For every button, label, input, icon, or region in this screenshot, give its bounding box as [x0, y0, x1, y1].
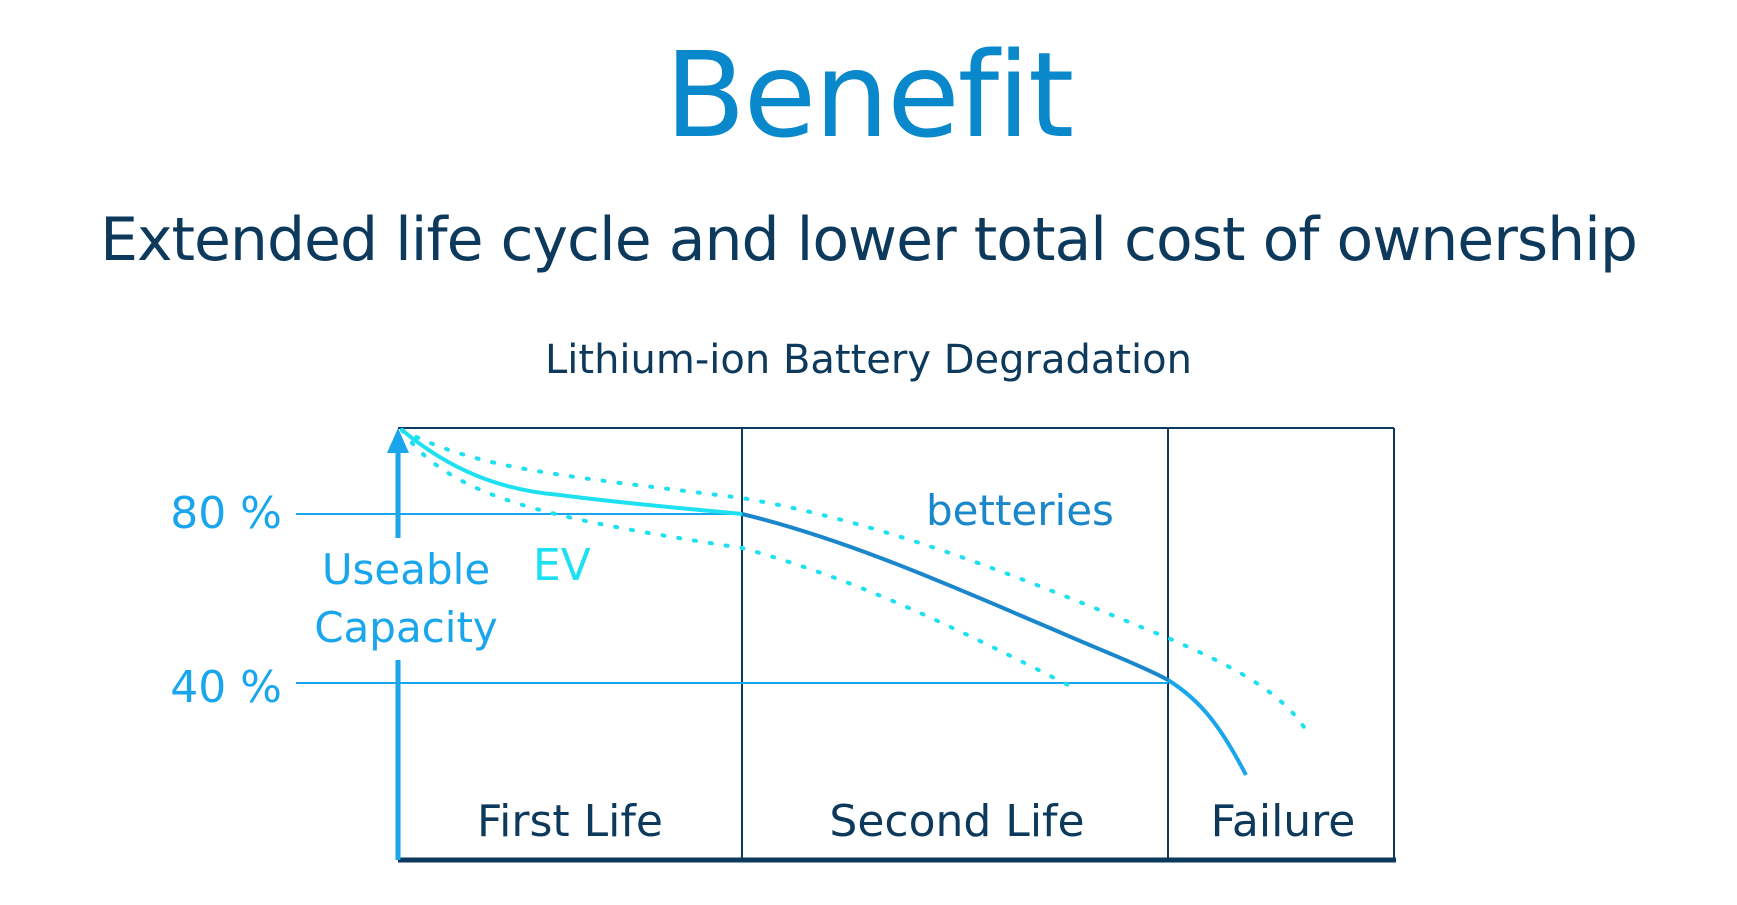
level-label-40: 40 % — [170, 662, 282, 713]
failure-curve — [1166, 678, 1248, 776]
axis-label-useable: Useable — [322, 545, 490, 594]
arrow-up-icon — [387, 428, 409, 453]
phase-label-second-life: Second Life — [829, 796, 1084, 847]
ev-curve — [400, 428, 743, 516]
slide-subtitle: Extended life cycle and lower total cost… — [100, 205, 1638, 275]
phase-label-first-life: First Life — [477, 796, 663, 847]
diagram-title: Lithium-ion Battery Degradation — [545, 337, 1192, 383]
second-life-curve — [741, 512, 1169, 682]
phase-label-failure: Failure — [1211, 796, 1356, 847]
label-backdrop — [300, 538, 500, 660]
ev-label: EV — [533, 540, 591, 591]
axis-label-capacity: Capacity — [314, 603, 498, 652]
band-lower-curve — [400, 428, 1080, 692]
band-upper-curve — [400, 428, 1308, 732]
slide-title: Benefit — [664, 26, 1075, 164]
level-label-80: 80 % — [170, 488, 282, 539]
band-label: betteries — [926, 486, 1114, 535]
